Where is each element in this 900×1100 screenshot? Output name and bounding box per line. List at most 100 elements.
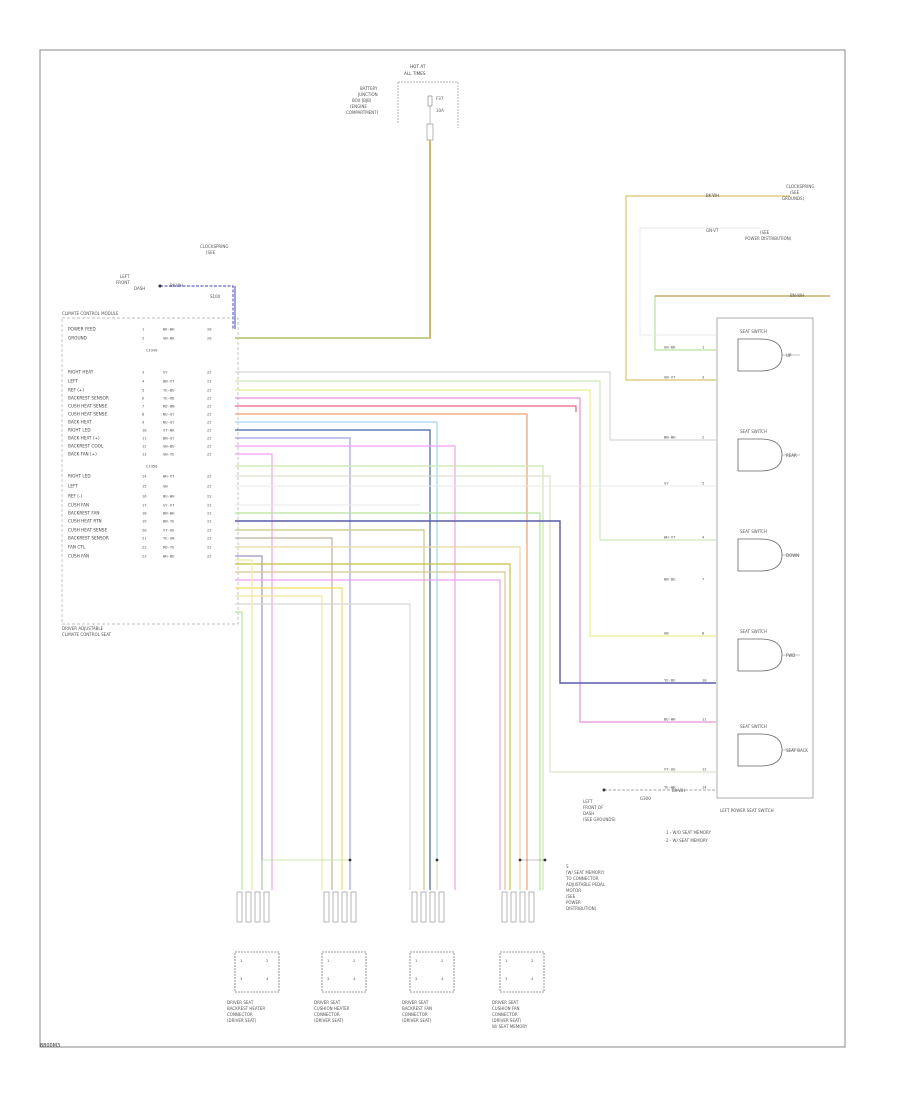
connector-pin: 3: [327, 976, 329, 981]
module-wire-color: WH-VT: [163, 474, 175, 479]
switch-wire-color: GN-BK: [664, 345, 676, 350]
module-pin-number: 21: [142, 536, 147, 541]
connector-terminal: [263, 891, 270, 923]
switch-wire-color: VT-OG: [664, 767, 676, 772]
module-pin-label: LEFT: [68, 379, 78, 384]
switch-label: SEAT SWITCH: [740, 629, 767, 634]
wire-5: [235, 389, 716, 637]
module-wire-gauge: 22: [207, 444, 212, 449]
connector-pin: 1: [415, 958, 418, 963]
connector-terminal: [510, 891, 517, 923]
module-pin-number: 4: [142, 379, 145, 384]
module-pin-number: 19: [142, 519, 147, 524]
connector-terminal: [528, 891, 535, 923]
switch-pin-number: 10: [702, 678, 707, 683]
module-pin-number: 20: [142, 528, 147, 533]
switch-side: UP: [786, 353, 792, 358]
module-pin-label: BACKREST COOL: [68, 444, 104, 449]
top-wire-gnvt: GN-VT: [706, 228, 719, 233]
wire-25: [235, 571, 506, 890]
connector-label: (DRIVER SEAT): [402, 1018, 432, 1023]
connector-label: DRIVER SEAT: [227, 1000, 254, 1005]
connector-terminal: [501, 891, 508, 923]
splice-note-1: S: [566, 864, 569, 869]
wire-11: [235, 437, 351, 890]
module-pin-label: RIGHT HEAT: [68, 370, 94, 375]
wire-32: [261, 859, 350, 890]
module-pin-label: BACKREST SENSOR: [68, 536, 109, 541]
connector-housing: [499, 951, 545, 993]
module-pin-label: CUSH HEAT SENSE: [68, 404, 107, 409]
connector-label: CONNECTOR: [227, 1012, 253, 1017]
diagram-code: 8800M3: [40, 1043, 61, 1049]
module-pin-number: 6: [142, 396, 145, 401]
switch-pin-number: 14: [702, 785, 707, 790]
seat-switch-header: LEFT POWER SEAT SWITCH: [720, 808, 774, 813]
connector-pin: 4: [531, 976, 534, 981]
module-pin-label: BACK HEAT (+): [68, 436, 100, 441]
power-note-1: (SEE: [760, 230, 770, 235]
wire-20: [235, 529, 425, 890]
splice-note-8: DISTRIBUTION): [566, 906, 597, 911]
module-wire-color: BN-WH: [163, 511, 175, 516]
left-ground-label-4: FRONT: [116, 280, 130, 285]
module-pin-number: 16: [142, 494, 147, 499]
module-pin-number: 14: [142, 474, 147, 479]
module-wire-gauge: 22: [207, 396, 212, 401]
left-ground-splice: S100: [210, 294, 221, 299]
module-wire-color: BN-GY: [163, 436, 175, 441]
wire-18: [235, 512, 541, 890]
module-wire-gauge: 22: [207, 420, 212, 425]
switch-symbol: [737, 733, 783, 767]
module-wire-color: WH-BU: [163, 554, 175, 559]
connector-label: CONNECTOR: [314, 1012, 340, 1017]
module-wire-color: GY-VT: [163, 503, 175, 508]
module-pin-label: BACKREST FAN: [68, 511, 99, 516]
module-wire-gauge: 22: [207, 545, 212, 550]
wire-29: [235, 603, 411, 890]
connector-label: DRIVER SEAT: [314, 1000, 341, 1005]
wire-21: [235, 537, 333, 890]
fuse-box-label-2: JUNCTION: [357, 92, 378, 97]
switch-symbol: [737, 538, 783, 572]
connector-pin: 1: [327, 958, 330, 963]
fuse-box-label-3: BOX (BJB): [352, 98, 372, 103]
switch-side: FWD: [786, 653, 795, 658]
connector-pin: 4: [441, 976, 444, 981]
module-wire-color: BU-GY: [163, 412, 175, 417]
module-wire-color: RD-YE: [163, 545, 175, 550]
connector-label: (DRIVER SEAT): [227, 1018, 257, 1023]
wire-8: [235, 413, 528, 890]
module-wire-color: GN-BU: [163, 444, 175, 449]
power-note-2: POWER DISTRIBUTION): [745, 236, 792, 241]
module-pin-number: 15: [142, 484, 147, 489]
hot-at-label-2: ALL TIMES: [404, 71, 426, 76]
wire-7: [235, 405, 577, 412]
fuse-box-label-4: (ENGINE: [350, 104, 367, 109]
module-wire-gauge: 22: [207, 519, 212, 524]
fuse-icon: [427, 95, 433, 107]
connector-label: CUSHION FAN: [492, 1006, 520, 1011]
wire-3: [235, 371, 716, 441]
wire-12: [235, 445, 456, 890]
module-wire-gauge: 22: [207, 528, 212, 533]
switch-wire-color: WH-VT: [664, 535, 676, 540]
connector-pin: 2: [441, 958, 443, 963]
switch-label: SEAT SWITCH: [740, 529, 767, 534]
connector-terminal: [420, 891, 427, 923]
connector-label: CUSHION HEATER: [314, 1006, 350, 1011]
splice-dot: [543, 858, 547, 862]
connector-pin: 2: [353, 958, 355, 963]
connector-pin: 3: [505, 976, 507, 981]
module-pin-label: GROUND: [68, 336, 87, 341]
module-wire-color: C3349: [146, 348, 158, 353]
module-wire-gauge: 22: [207, 494, 212, 499]
splice-note-7: POWER: [566, 900, 581, 905]
connector-pin: 2: [266, 958, 268, 963]
left-ground-label-2: (SEE: [206, 250, 216, 255]
module-wire-gauge: 22: [207, 412, 212, 417]
module-wire-gauge: 22: [207, 388, 212, 393]
climate-module-box: [61, 317, 239, 625]
